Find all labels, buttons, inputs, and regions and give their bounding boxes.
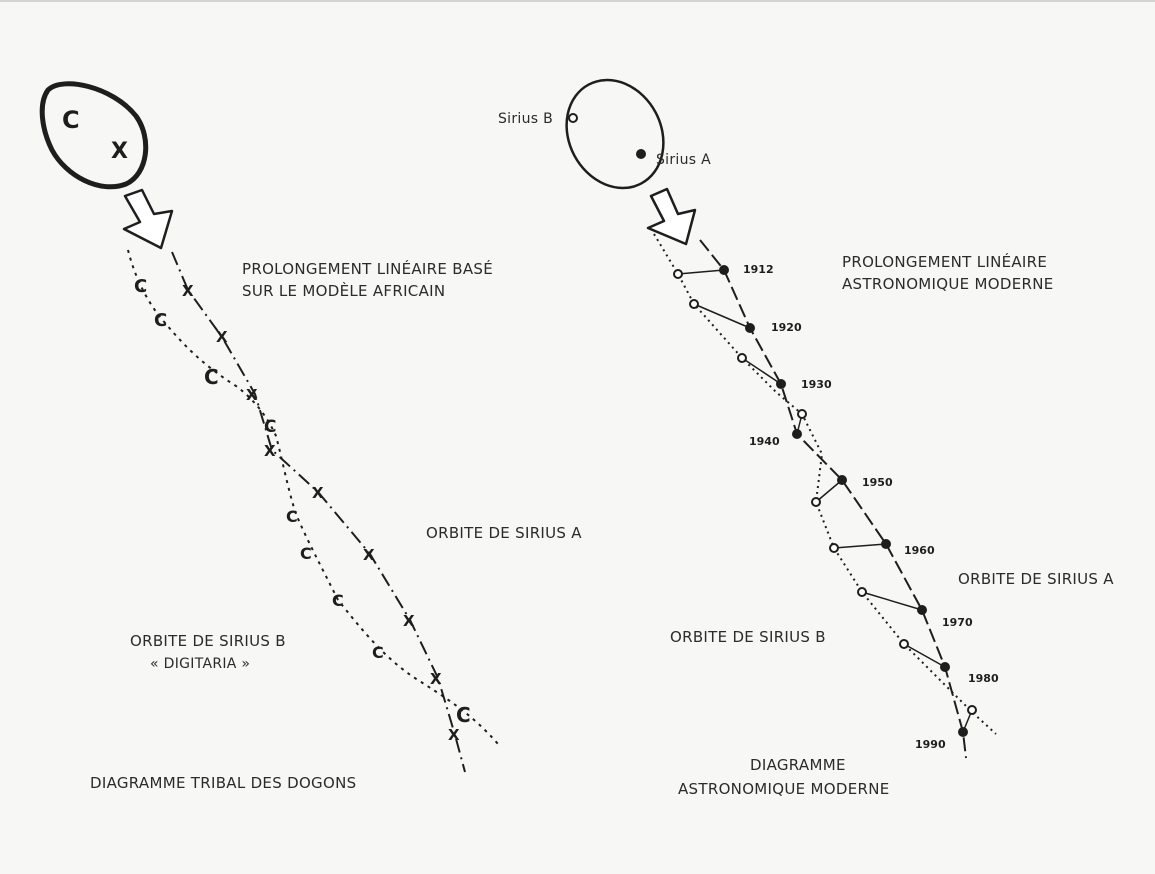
sirius-a-position — [881, 539, 891, 549]
sirius-a-position — [837, 475, 847, 485]
sirius-a-mark: X — [246, 386, 258, 404]
sirius-a-mark: X — [430, 670, 442, 688]
sirius-b-position — [737, 353, 747, 363]
left-orbit-a-label: ORBITE DE SIRIUS A — [426, 524, 582, 542]
pair-connector — [815, 479, 843, 503]
pair-connector — [677, 269, 725, 275]
modern-position-pairs — [677, 269, 973, 733]
digitaria-mark: C — [286, 507, 298, 526]
dogon-sirius-b-orbit-line — [127, 249, 499, 745]
left-caption: DIAGRAMME TRIBAL DES DOGONS — [90, 774, 356, 792]
sirius-a-glyph: X — [111, 139, 128, 164]
year-label: 1940 — [749, 435, 780, 448]
modern-sirius-a-orbit-line — [699, 239, 967, 759]
digitaria-mark: C — [456, 703, 471, 727]
sirius-b-position — [797, 409, 807, 419]
sirius-b-position — [811, 497, 821, 507]
right-orbit-b-label: ORBITE DE SIRIUS B — [670, 628, 826, 646]
sirius-a-mark: X — [216, 328, 228, 346]
pair-connector — [741, 357, 782, 385]
year-label: 1990 — [915, 738, 946, 751]
year-label: 1950 — [862, 476, 893, 489]
left-orbit-b-label-line1: ORBITE DE SIRIUS B — [130, 632, 286, 650]
year-label: 1980 — [968, 672, 999, 685]
year-label: 1912 — [743, 263, 774, 276]
pair-connector — [693, 303, 751, 329]
year-labels: 1912 1920 1930 1940 1950 1960 1970 1980 … — [743, 263, 999, 751]
digitaria-glyph: C — [62, 106, 80, 134]
year-label: 1970 — [942, 616, 973, 629]
sirius-a-position — [917, 605, 927, 615]
sirius-b-position — [689, 299, 699, 309]
digitaria-mark: C — [154, 310, 167, 331]
pair-connector — [861, 591, 923, 611]
dogon-sirius-a-marks: X X X X X X X X X — [182, 282, 460, 744]
sirius-a-mark: X — [264, 442, 276, 460]
sirius-a-point — [636, 149, 646, 159]
digitaria-mark: C — [372, 643, 384, 662]
sirius-a-positions — [719, 265, 968, 737]
sirius-a-mark: X — [312, 484, 324, 502]
digitaria-mark: C — [264, 417, 276, 437]
sirius-b-position — [829, 543, 839, 553]
right-orbit-a-label: ORBITE DE SIRIUS A — [958, 570, 1114, 588]
dogon-diagram: C X X X X X X X X X X C C C C C C C — [39, 81, 582, 792]
sirius-b-position — [673, 269, 683, 279]
sirius-b-positions — [673, 269, 977, 715]
left-orbit-b-label-line2: « DIGITARIA » — [150, 656, 250, 672]
sirius-b-position — [899, 639, 909, 649]
year-label: 1920 — [771, 321, 802, 334]
pair-connector — [903, 643, 946, 668]
sirius-a-position — [719, 265, 729, 275]
sirius-a-position — [745, 323, 755, 333]
left-prolongement-label-line1: PROLONGEMENT LINÉAIRE BASÉ — [242, 259, 493, 278]
sirius-b-position — [967, 705, 977, 715]
dogon-sirius-b-marks: C C C C C C C C C — [134, 276, 471, 727]
sirius-a-position — [792, 429, 802, 439]
right-caption-line2: ASTRONOMIQUE MODERNE — [678, 780, 890, 798]
right-prolongement-label-line1: PROLONGEMENT LINÉAIRE — [842, 252, 1047, 271]
modern-arrow-icon — [646, 187, 697, 246]
right-caption-line1: DIAGRAMME — [750, 756, 846, 774]
modern-diagram: Sirius B Sirius A — [498, 78, 1114, 798]
dogon-arrow-icon — [122, 188, 174, 250]
dogon-egg-shape — [39, 81, 149, 190]
sirius-a-mark: X — [448, 726, 460, 744]
digitaria-mark: C — [134, 276, 147, 297]
sirius-a-position — [958, 727, 968, 737]
sirius-b-label: Sirius B — [498, 111, 553, 127]
sirius-a-label: Sirius A — [656, 152, 711, 168]
year-label: 1930 — [801, 378, 832, 391]
sirius-a-position — [940, 662, 950, 672]
digitaria-mark: C — [300, 544, 312, 563]
pair-connector — [833, 543, 887, 549]
year-label: 1960 — [904, 544, 935, 557]
right-prolongement-label-line2: ASTRONOMIQUE MODERNE — [842, 275, 1054, 293]
sirius-a-mark: X — [363, 546, 375, 564]
digitaria-mark: C — [332, 591, 344, 610]
sirius-b-point — [568, 113, 578, 123]
sirius-a-position — [776, 379, 786, 389]
left-prolongement-label-line2: SUR LE MODÈLE AFRICAIN — [242, 281, 445, 300]
modern-orbit-ellipse — [565, 78, 665, 190]
sirius-b-position — [857, 587, 867, 597]
digitaria-mark: C — [204, 365, 219, 389]
sirius-a-mark: X — [403, 612, 415, 630]
dogon-sirius-a-orbit-line — [171, 251, 466, 773]
sirius-a-mark: X — [182, 282, 194, 300]
